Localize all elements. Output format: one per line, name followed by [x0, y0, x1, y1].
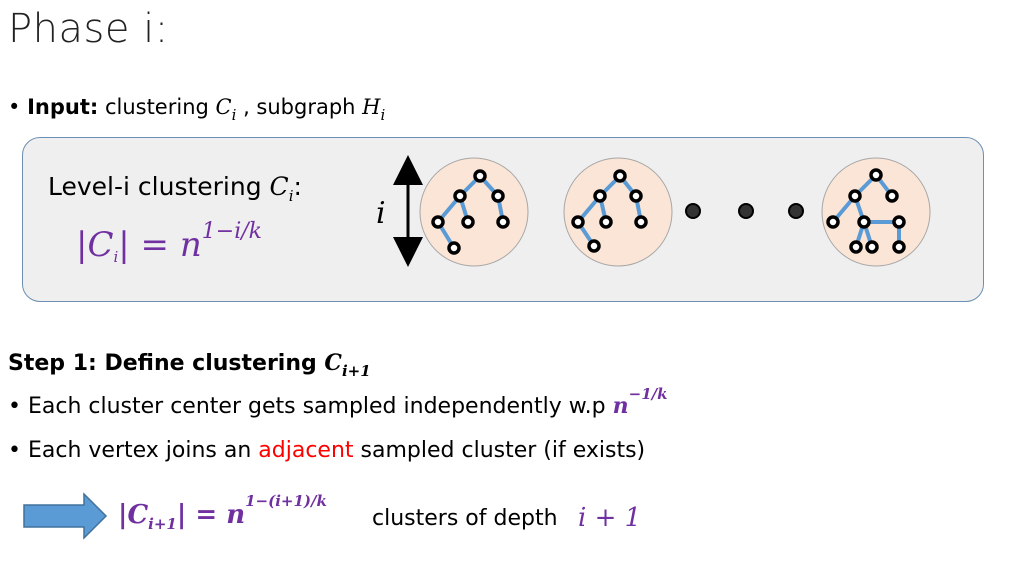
result-arrow: [23, 492, 108, 540]
result-formula-mid: | = n: [176, 500, 246, 530]
result-formula: |Ci+1| = n1−(i+1)/k: [118, 492, 327, 533]
bullet-sampling: • Each cluster center gets sampled indep…: [8, 385, 668, 419]
formula-exponent: 1−i/k: [201, 219, 262, 244]
slide-title: Phase i:: [8, 6, 169, 52]
bullet1-probability-exponent: −1/k: [628, 385, 668, 403]
result-formula-exponent: 1−(i+1)/k: [245, 492, 327, 510]
cluster-circle: [821, 157, 931, 267]
result-formula-subscript: i+1: [148, 515, 177, 533]
heading-symbol: C: [269, 172, 289, 201]
bullet-join: • Each vertex joins an adjacent sampled …: [8, 438, 645, 463]
level-clustering-heading: Level-i clustering Ci:: [48, 172, 302, 205]
bullet2-highlight: adjacent: [258, 438, 354, 463]
ellipsis-dots: [685, 203, 804, 219]
clustering-symbol: C: [215, 95, 232, 119]
step1-subscript: i+1: [341, 362, 371, 380]
formula-subscript: i: [113, 248, 119, 266]
result-depth: i + 1: [578, 503, 642, 533]
result-text: clusters of depth: [372, 506, 558, 531]
clustering-subscript: i: [231, 106, 237, 124]
heading-subscript: i: [288, 187, 294, 205]
bullet2-text-before: Each vertex joins an: [27, 438, 259, 463]
formula-left: |C: [76, 225, 114, 265]
input-text-middle: , subgraph: [236, 95, 363, 119]
bullet-dot: •: [8, 438, 21, 463]
formula-mid: | = n: [118, 225, 202, 265]
bullet-dot: •: [8, 95, 21, 119]
input-label: Input:: [27, 95, 99, 119]
cluster-tree-3: [821, 157, 931, 267]
result-formula-left: |C: [118, 500, 149, 530]
step1-title: Step 1: Define clustering Ci+1: [8, 350, 371, 380]
heading-text: Level-i clustering: [48, 172, 270, 201]
bullet2-text-after: sampled cluster (if exists): [353, 438, 646, 463]
bullet1-probability: n: [612, 393, 629, 419]
step1-symbol: C: [324, 350, 342, 376]
step1-title-text: Step 1: Define clustering: [8, 351, 325, 376]
heading-colon: :: [293, 172, 302, 201]
subgraph-symbol: H: [362, 95, 381, 119]
bullet1-text: Each cluster center gets sampled indepen…: [27, 394, 613, 419]
input-text-before: clustering: [98, 95, 216, 119]
depth-label: i: [376, 196, 386, 231]
cluster-tree-2: [563, 157, 673, 267]
subgraph-subscript: i: [380, 106, 386, 124]
cluster-count-formula: |Ci| = n1−i/k: [76, 219, 262, 266]
cluster-tree-1: [419, 157, 529, 267]
bullet-dot: •: [8, 394, 21, 419]
input-bullet: • Input: clustering Ci , subgraph Hi: [8, 95, 385, 124]
